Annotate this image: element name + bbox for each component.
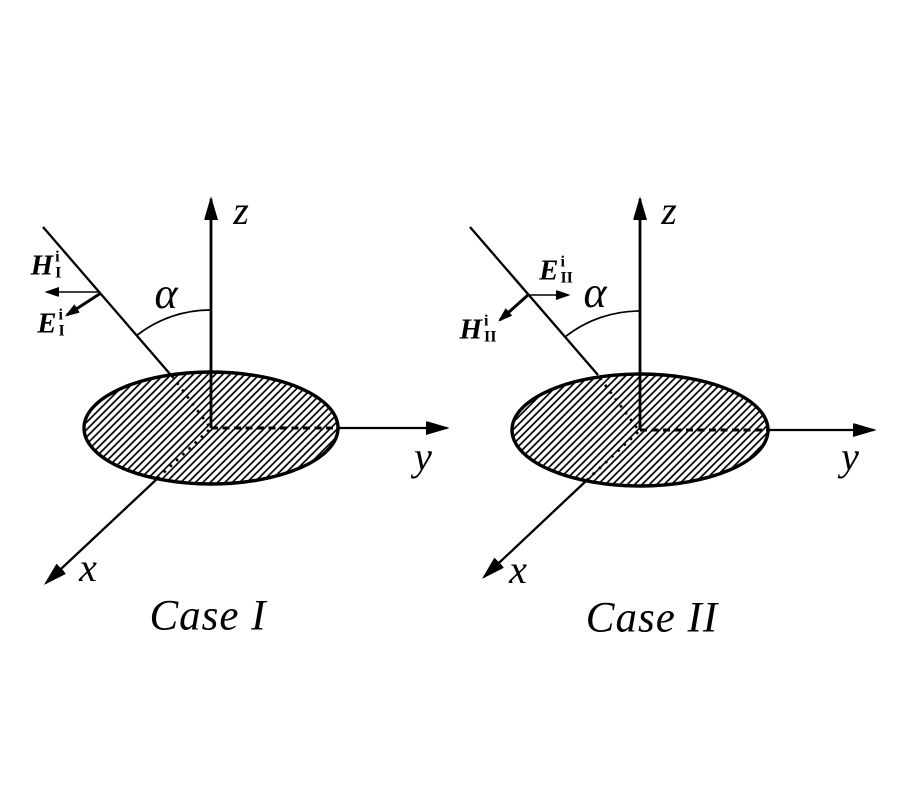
case1-title: Case I	[149, 592, 267, 640]
z-axis-label-case1: z	[233, 188, 249, 233]
case1-diagram	[42, 199, 447, 583]
h-field-label-case1: H i I	[30, 248, 62, 282]
x-axis-case2	[484, 480, 587, 577]
h-field-superscript-case1: i	[55, 248, 60, 266]
e-field-label-case1: E i I	[37, 306, 65, 340]
e-field-letter-case2: E	[539, 254, 559, 287]
alpha-arc-case1	[135, 309, 213, 337]
x-axis-hidden-case1	[157, 428, 210, 480]
x-axis-label-case1: x	[79, 545, 97, 590]
e-field-superscript-case1: i	[58, 306, 64, 324]
z-axis-label-case2: z	[661, 188, 677, 233]
h-field-indices-case1: i I	[55, 248, 62, 282]
x-axis-label-case2: x	[509, 547, 527, 592]
incident-ray-hidden-case1	[170, 375, 211, 427]
y-axis-label-case2: y	[841, 434, 859, 479]
y-axis-label-case1: y	[414, 434, 432, 479]
alpha-arc-case2	[564, 310, 642, 338]
e-field-indices-case2: i II	[560, 253, 573, 287]
h-field-superscript-case2: i	[484, 312, 489, 330]
e-field-letter-case1: E	[37, 307, 57, 340]
e-field-subscript-case2: II	[560, 270, 573, 287]
h-field-arrow-case2	[500, 293, 529, 320]
e-field-indices-case1: i I	[58, 306, 65, 340]
alpha-angle-label-case1: α	[154, 269, 178, 318]
h-field-label-case2: H i II	[459, 312, 497, 346]
incident-ray-case2	[469, 226, 599, 376]
x-axis-hidden-case2	[585, 430, 639, 483]
h-field-letter-case1: H	[30, 249, 54, 282]
h-field-subscript-case2: II	[484, 329, 497, 346]
h-field-subscript-case1: I	[55, 265, 62, 282]
incident-ray-case1	[42, 226, 171, 375]
incident-ray-hidden-case2	[598, 377, 639, 429]
e-field-label-case2: E i II	[539, 253, 573, 287]
h-field-letter-case2: H	[459, 313, 483, 346]
alpha-angle-label-case2: α	[583, 268, 607, 317]
x-axis-case1	[46, 477, 159, 583]
e-field-subscript-case1: I	[58, 323, 65, 340]
e-field-superscript-case2: i	[560, 253, 565, 271]
case2-diagram	[469, 199, 874, 577]
e-field-arrow-case1	[67, 291, 102, 315]
h-field-indices-case2: i II	[484, 312, 497, 346]
case2-title: Case II	[585, 594, 719, 642]
